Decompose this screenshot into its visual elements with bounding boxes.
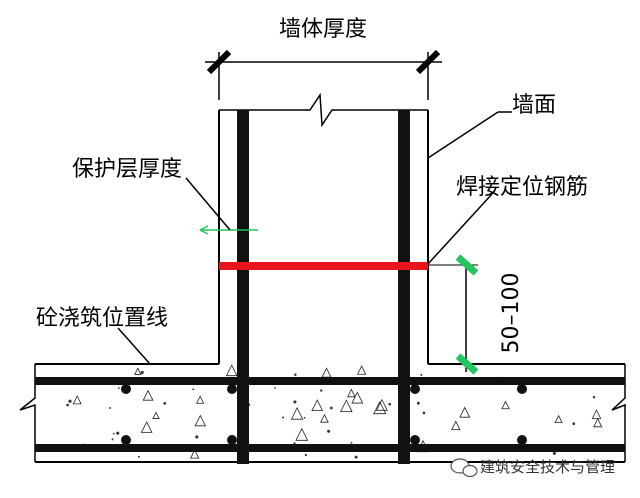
cover-marker-arrow [199,225,209,231]
aggregate-dot [572,422,576,426]
aggregate-triangle [459,406,471,418]
aggregate-dot [282,416,285,419]
wall-face-label: 墙面 [512,93,556,118]
dim-tick-bottom [455,353,479,375]
wall-thickness-dimension: 墙体厚度 [205,17,442,100]
slab-bottom-rebar [35,444,625,452]
aggregate-triangle [375,398,388,411]
aggregate-triangle [295,427,309,441]
aggregate-dot [294,373,297,377]
aggregate-dot [293,400,297,404]
aggregate-dot [140,370,144,375]
aggregate-dot [354,455,358,459]
aggregate-dot [422,411,426,415]
aggregate-dot [592,396,596,399]
leader-wall-face [427,111,499,159]
vertical-rebar-right [398,110,410,464]
aggregate-dot [111,438,114,441]
aggregate-dot [118,387,120,390]
aggregate-triangle [373,400,387,415]
rebar-dot [517,384,527,394]
welded-positioning-rebar [219,262,428,270]
rebar-dot [410,435,420,445]
concrete-pour-line-label: 砼浇筑位置线 [36,306,168,331]
cover-thickness-marker [199,225,258,235]
aggregate-dot [329,406,333,410]
wechat-icon [450,458,478,478]
distribution-rebar-dots [121,384,527,445]
cover-marker-arrow [199,229,209,235]
aggregate-triangle [591,409,602,419]
aggregate-triangle [501,400,510,410]
aggregate-dot [552,451,556,455]
watermark: 建筑安全技术与管理 [450,458,615,478]
aggregate-triangle [311,399,324,411]
aggregate-triangle [196,395,205,404]
wall [218,92,429,364]
aggregate-dot [195,435,199,439]
dim-tick-left [206,49,232,75]
aggregate-triangle [189,449,200,459]
aggregate-dot [137,455,140,458]
wall-thickness-label: 墙体厚度 [279,17,367,42]
aggregate-dot [303,416,306,419]
aggregate-dot [163,402,167,405]
aggregate-triangle [554,414,563,424]
wall-top-break-line [219,92,428,128]
leader-cover-thickness [185,177,231,231]
aggregate-triangle [320,413,329,423]
rebar-dot [227,435,237,445]
aggregate-dot [192,388,195,391]
aggregate-triangle [194,414,207,427]
dimension-50-100: 50–100 [428,254,524,375]
slab-left-break [19,364,36,462]
aggregate-triangle [225,364,238,377]
aggregate-dot [388,402,392,406]
aggregate-triangle [290,407,304,420]
aggregate-triangle [593,417,603,428]
aggregate-triangle [339,399,353,413]
aggregate-triangle [347,388,356,398]
aggregate-triangle [72,395,82,405]
aggregate-triangle [140,421,153,433]
aggregate-dot [66,403,69,407]
rebar-dot [227,384,237,394]
aggregate-triangle [356,365,367,375]
leader-positioning-rebar [427,193,493,265]
aggregate-triangle [152,411,160,419]
dimension-range-label: 50–100 [499,273,524,354]
aggregate-triangle [142,389,154,401]
aggregate-triangle [351,391,364,404]
leader-pour-line [117,327,151,365]
leaders [117,111,512,365]
aggregate-dot [116,431,120,435]
aggregate-triangle [451,420,461,431]
rebar-dot [121,384,131,394]
rebar-dot [410,384,420,394]
watermark-text: 建筑安全技术与管理 [480,458,615,476]
aggregate-dot [420,373,423,376]
aggregate-dot [304,453,308,457]
aggregate-dot [327,429,331,433]
aggregate-dot [274,387,276,389]
welded-positioning-rebar-label: 焊接定位钢筋 [456,175,588,200]
aggregate-triangle [134,367,142,375]
aggregate-dot [109,407,111,409]
aggregate-dot [350,441,353,444]
dim-tick-right [415,49,441,75]
slab-top-rebar [35,377,625,385]
aggregate-dot [319,389,323,392]
cover-thickness-label: 保护层厚度 [72,157,182,182]
dim-tick-top [455,254,479,276]
aggregate-dot [112,432,115,435]
rebar-dot [121,435,131,445]
aggregate-dot [416,401,420,405]
slab-right-break [611,364,626,462]
aggregate-dot [68,399,72,403]
vertical-rebar-left [237,110,249,464]
rebar-dot [517,435,527,445]
